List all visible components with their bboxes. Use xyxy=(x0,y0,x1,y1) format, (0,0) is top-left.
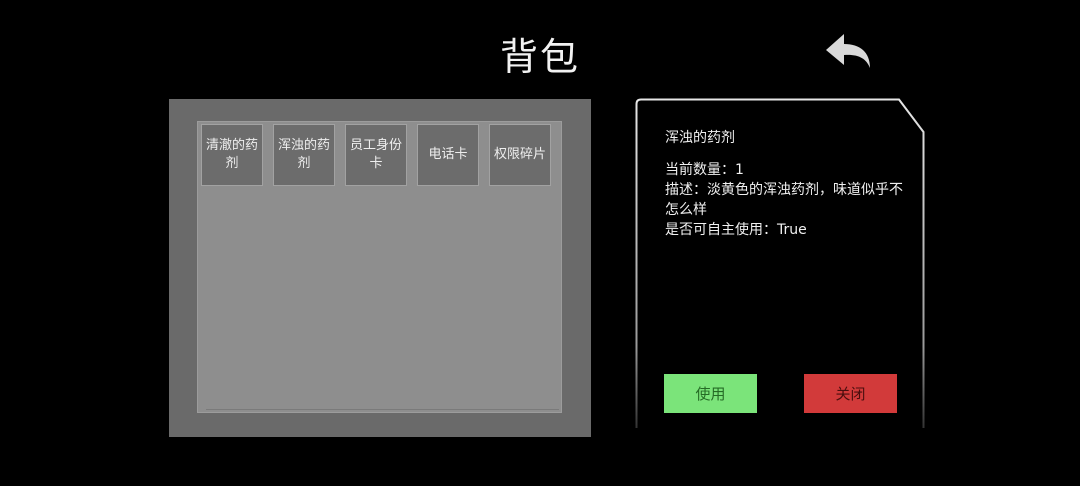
inventory-slot[interactable]: 员工身份卡 xyxy=(345,124,407,186)
item-description: 描述：淡黄色的浑浊药剂，味道似乎不怎么样 xyxy=(665,182,903,218)
panel-frame xyxy=(635,98,925,428)
item-info: 当前数量：1 描述：淡黄色的浑浊药剂，味道似乎不怎么样 是否可自主使用：True xyxy=(665,160,910,240)
item-name: 浑浊的药剂 xyxy=(665,130,735,146)
use-button[interactable]: 使用 xyxy=(664,374,757,413)
slot-label: 电话卡 xyxy=(428,147,468,162)
slot-label: 清澈的药剂 xyxy=(205,138,258,171)
inventory-panel: 清澈的药剂 浑浊的药剂 员工身份卡 电话卡 权限碎片 xyxy=(169,99,591,437)
item-quantity: 当前数量：1 xyxy=(665,162,744,178)
item-usable: 是否可自主使用：True xyxy=(665,222,807,238)
close-button[interactable]: 关闭 xyxy=(804,374,897,413)
inventory-slot[interactable]: 清澈的药剂 xyxy=(201,124,263,186)
item-detail-panel: 浑浊的药剂 当前数量：1 描述：淡黄色的浑浊药剂，味道似乎不怎么样 是否可自主使… xyxy=(635,98,925,438)
slot-label: 浑浊的药剂 xyxy=(277,138,330,171)
slot-label: 权限碎片 xyxy=(493,147,546,162)
inventory-grid: 清澈的药剂 浑浊的药剂 员工身份卡 电话卡 权限碎片 xyxy=(197,121,562,413)
slot-label: 员工身份卡 xyxy=(349,138,402,171)
back-button[interactable] xyxy=(822,30,876,74)
inventory-slot[interactable]: 电话卡 xyxy=(417,124,479,186)
inventory-slot[interactable]: 权限碎片 xyxy=(489,124,551,186)
page-title: 背包 xyxy=(499,35,580,79)
inventory-slot[interactable]: 浑浊的药剂 xyxy=(273,124,335,186)
back-arrow-icon xyxy=(826,34,870,68)
